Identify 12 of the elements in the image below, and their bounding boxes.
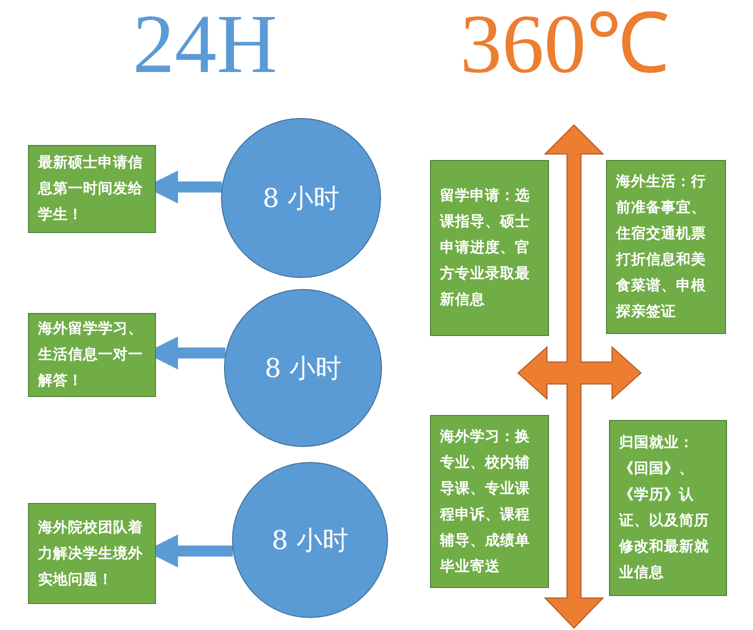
info-box: 归国就业：《回国》、《学历》认证、以及简历修改和最新就业信息: [609, 420, 727, 596]
time-circle: 8 小时: [221, 118, 381, 278]
info-box: 海外学习：换专业、校内辅导课、专业课程申诉、课程辅导、成绩单毕业寄送: [430, 415, 549, 588]
time-circle: 8 小时: [224, 289, 382, 447]
heading: 24H: [132, 0, 278, 90]
time-circle: 8 小时: [232, 462, 388, 618]
info-box: 海外留学学习、生活信息一对一解答！: [28, 313, 156, 397]
info-box: 留学申请：选课指导、硕士申请进度、官方专业录取最新信息: [430, 160, 549, 336]
info-box: 海外院校团队着力解决学生境外实地问题！: [28, 503, 156, 604]
heading: 360℃: [459, 0, 671, 90]
info-box: 海外生活：行前准备事宜、住宿交通机票打折信息和美食菜谱、申根探亲签证: [606, 160, 726, 334]
info-box: 最新硕士申请信息第一时间发给学生！: [28, 145, 156, 233]
